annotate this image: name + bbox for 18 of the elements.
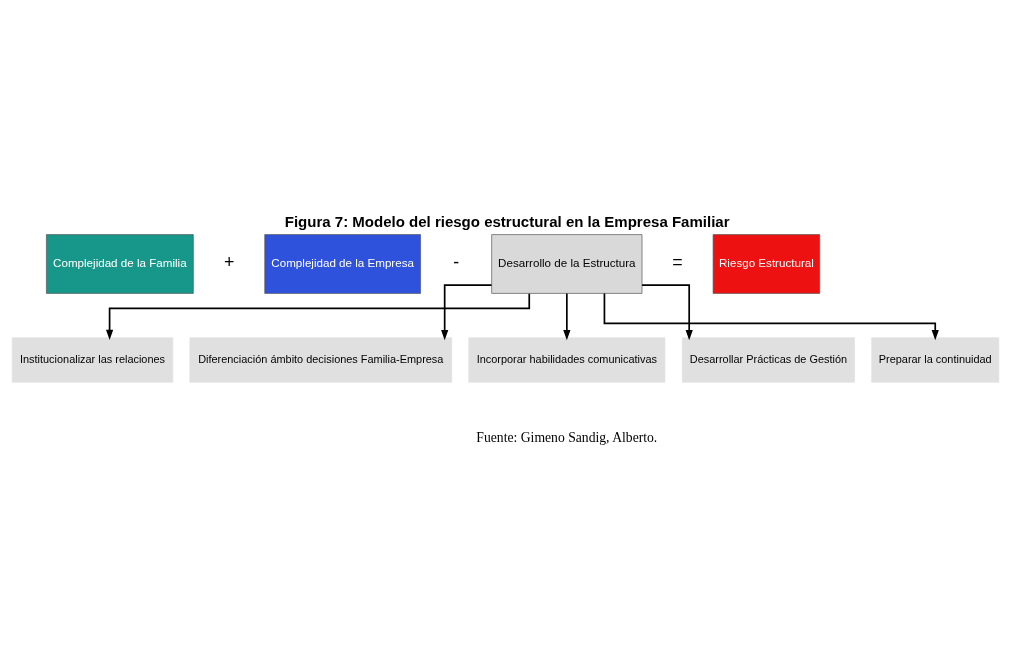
node-box: Preparar la continuidad xyxy=(871,337,1000,383)
node-box: Institucionalizar las relaciones xyxy=(11,337,174,383)
label: - xyxy=(453,252,460,273)
caption: Fuente: Gimeno Sandig, Alberto. xyxy=(476,430,658,446)
arrow xyxy=(641,284,693,341)
node-box: Desarrollo de la Estructura xyxy=(491,234,643,294)
node-box: Riesgo Estructural xyxy=(712,234,821,294)
node-box: Complejidad de la Familia xyxy=(46,234,194,294)
arrow xyxy=(603,292,939,341)
label: = xyxy=(672,252,683,273)
arrow xyxy=(441,284,493,341)
label: + xyxy=(224,252,235,273)
node-box: Diferenciación ámbito decisiones Familia-Empresa xyxy=(189,337,452,383)
node-box: Incorporar habilidades comunicativas xyxy=(468,337,666,383)
node-box: Desarrollar Prácticas de Gestión xyxy=(682,337,855,383)
arrow xyxy=(563,292,571,341)
node-box: Complejidad de la Empresa xyxy=(264,234,421,294)
diagram-title: Figura 7: Modelo del riesgo estructural en la Empresa Familiar xyxy=(284,212,730,230)
